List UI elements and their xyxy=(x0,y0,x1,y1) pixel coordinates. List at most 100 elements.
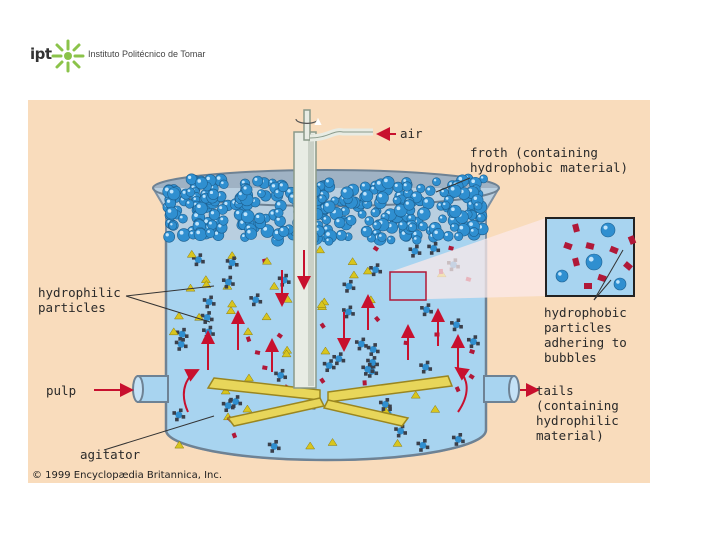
inset-hydrophobic-particle xyxy=(572,223,580,233)
copyright-notice: © 1999 Encyclopædia Britannica, Inc. xyxy=(32,470,222,481)
attached-particle xyxy=(388,407,392,412)
attached-particle xyxy=(276,446,281,451)
attached-particle xyxy=(191,255,196,260)
bubble-highlight xyxy=(243,186,247,190)
bubble-highlight xyxy=(409,224,413,228)
attached-particle xyxy=(456,318,461,322)
attached-particle xyxy=(341,358,346,363)
bubble-particle-cluster xyxy=(427,241,441,255)
froth-bubble xyxy=(386,235,396,245)
attached-particle xyxy=(207,311,211,315)
hydrophobic-particle xyxy=(372,245,380,252)
attached-particle xyxy=(280,368,285,373)
hydrophilic-particle xyxy=(430,404,441,413)
attached-particle xyxy=(408,247,413,252)
bubble-highlight xyxy=(279,183,283,187)
attached-particle xyxy=(177,347,182,351)
small-bubble xyxy=(252,296,260,304)
attached-particle xyxy=(369,265,373,270)
bubble-highlight xyxy=(471,179,475,184)
froth-bubble xyxy=(442,231,454,242)
bubble-highlight xyxy=(270,211,274,215)
bubble-highlight xyxy=(388,237,391,240)
bubble-highlight xyxy=(317,183,321,186)
attached-particle xyxy=(235,395,240,399)
bubble-highlight xyxy=(382,214,385,217)
small-bubble xyxy=(194,256,202,264)
label-hydrophilic-2: particles xyxy=(38,300,106,315)
attached-particle xyxy=(335,361,339,366)
bubble-highlight xyxy=(441,189,444,193)
bubble-highlight xyxy=(433,179,437,182)
institute-logo: ipt Instituto Politécnico de Tomar xyxy=(30,36,230,76)
bubble-highlight xyxy=(290,194,294,198)
bubble-highlight xyxy=(405,201,409,205)
froth-bubble xyxy=(257,189,266,198)
label-tails-3: hydrophilic xyxy=(536,413,619,428)
small-bubble xyxy=(177,340,185,348)
bubble-particle-cluster xyxy=(274,368,288,382)
bubble-highlight xyxy=(427,187,431,191)
label-hydrophobic-2: particles xyxy=(544,320,612,335)
attached-particle xyxy=(369,352,374,356)
bubble-highlight xyxy=(359,211,362,214)
attached-particle xyxy=(417,251,422,255)
froth-bubble xyxy=(252,175,264,187)
label-tails-1: tails xyxy=(536,383,574,398)
bubble-highlight xyxy=(193,197,197,201)
hydrophilic-particle xyxy=(244,373,254,382)
froth-bubble xyxy=(412,235,422,245)
froth-bubble xyxy=(377,232,387,242)
bubble-highlight xyxy=(403,179,407,183)
froth-bubble xyxy=(441,200,451,210)
attached-particle xyxy=(419,363,423,367)
froth-bubble xyxy=(244,227,258,240)
froth-bubble xyxy=(555,269,569,283)
bubble-highlight xyxy=(324,226,328,230)
froth-bubble xyxy=(392,195,402,205)
froth-bubble xyxy=(208,209,220,221)
attached-particle xyxy=(221,278,226,282)
bubble-highlight xyxy=(196,230,201,235)
attached-particle xyxy=(361,337,366,342)
attached-particle xyxy=(357,346,362,351)
bubble-highlight xyxy=(394,183,398,187)
attached-particle xyxy=(238,401,243,406)
hydrophobic-particle xyxy=(276,332,283,339)
attached-particle xyxy=(419,448,423,452)
bubble-highlight xyxy=(394,197,397,201)
bubble-highlight xyxy=(236,210,240,215)
small-bubble xyxy=(232,398,240,406)
attached-particle xyxy=(258,299,263,304)
inset-hydrophobic-particle xyxy=(597,273,607,283)
inset-hydrophobic-particle xyxy=(609,245,619,255)
label-tails-4: material) xyxy=(536,428,604,443)
bubble-highlight xyxy=(401,231,406,235)
label-air: air xyxy=(400,126,423,141)
attached-particle xyxy=(181,337,185,342)
attached-particle xyxy=(175,417,179,422)
attached-particle xyxy=(421,369,426,374)
small-bubble xyxy=(419,441,427,449)
attached-particle xyxy=(450,321,454,325)
bubble-highlight xyxy=(182,190,186,194)
attached-particle xyxy=(385,398,390,402)
froth-bubble xyxy=(372,220,382,230)
froth-bubble xyxy=(253,212,266,224)
bubble-highlight xyxy=(187,175,192,179)
froth-bubble xyxy=(219,179,229,190)
label-hydrophobic-3: adhering to xyxy=(544,335,627,350)
bubble-particle-cluster xyxy=(419,360,433,374)
attached-particle xyxy=(422,312,427,317)
bubble-highlight xyxy=(204,219,208,223)
froth-bubble xyxy=(476,212,486,223)
bubble-highlight xyxy=(424,199,428,203)
bubble-highlight xyxy=(475,203,478,206)
attached-particle xyxy=(255,293,260,298)
froth-bubble xyxy=(473,201,483,211)
attached-particle xyxy=(182,327,186,332)
small-bubble xyxy=(381,400,389,408)
flow-arrows xyxy=(182,250,470,413)
bubble-particle-cluster xyxy=(354,337,368,351)
small-bubble xyxy=(423,306,431,314)
